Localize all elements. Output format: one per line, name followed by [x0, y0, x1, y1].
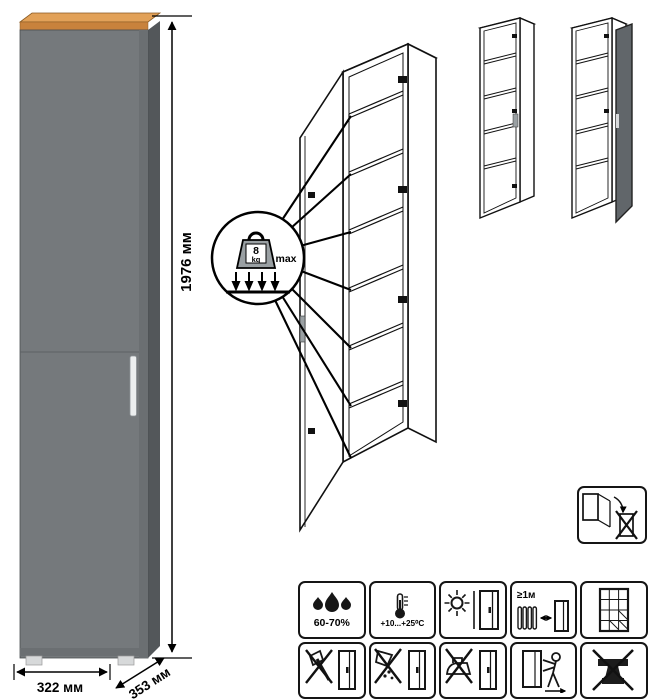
- shelf-load-callout: 8 kg max: [210, 210, 306, 306]
- carry-icon-box: [509, 641, 578, 699]
- door-mounting-icon: [582, 493, 638, 540]
- cabinet-foot: [117, 655, 135, 666]
- no-sharp-impacts-icon: [304, 649, 356, 691]
- min-distance-label: ≥1м: [517, 590, 535, 601]
- carcass-drawing: [341, 42, 438, 464]
- carry-furniture-icon: [521, 650, 566, 694]
- depth-label: 353 мм: [126, 664, 173, 700]
- door-variant-diagrams: [477, 16, 633, 224]
- ventilation-grid-icon: [599, 587, 630, 632]
- hinge-icons: [398, 76, 407, 407]
- door-mounting-icon-box: [577, 486, 647, 544]
- cabinet-front-view: 1976 мм 322 мм 353 мм: [13, 12, 195, 700]
- humidity-label: 60-70%: [313, 617, 350, 629]
- load-value: 8: [253, 245, 259, 257]
- shelves: [348, 90, 404, 409]
- no-heavy-load-icon: [592, 649, 635, 692]
- no-hot-objects-icon-box: [439, 641, 507, 699]
- sunlight-icon-box: [439, 581, 507, 639]
- callout-lines: [274, 115, 352, 459]
- heat-distance-icon-box: ≥1м: [509, 581, 578, 639]
- no-heavy-load-icon-box: [580, 641, 648, 699]
- temperature-icon-box: +10...+25⁰C: [368, 581, 437, 639]
- open-door-drawing: [299, 69, 344, 533]
- width-label: 322 мм: [37, 680, 83, 695]
- door-left-variant: [477, 16, 537, 220]
- cabinet-exploded-view: 8 kg max: [210, 42, 438, 533]
- ventilation-icon-box: [580, 581, 648, 639]
- no-liquid-icon-box: [368, 641, 437, 699]
- height-label: 1976 мм: [178, 232, 195, 292]
- weight-icon: [247, 231, 265, 241]
- temperature-label: +10...+25⁰C: [380, 618, 425, 628]
- radiator-icon: [516, 606, 537, 630]
- no-liquids-icon: [374, 648, 427, 691]
- humidity-icon-box: 60-70%: [298, 581, 366, 639]
- no-direct-sunlight-icon: [444, 589, 499, 630]
- door-handle: [129, 355, 137, 417]
- humidity-icon: [312, 592, 351, 612]
- no-impact-icon-box: [298, 641, 366, 699]
- cabinet-illustration: [18, 12, 162, 666]
- load-arrows: [231, 272, 280, 292]
- variant-door-panel: [615, 22, 633, 224]
- no-hot-objects-icon: [445, 648, 497, 691]
- load-unit: kg: [252, 255, 261, 264]
- cabinet-foot: [25, 655, 43, 666]
- load-max-label: max: [275, 253, 296, 265]
- care-pictogram-grid: 60-70% +10...+25⁰C: [298, 581, 648, 699]
- thermometer-icon: [395, 592, 409, 619]
- door-right-variant: [569, 16, 633, 224]
- width-dimension: 322 мм: [13, 664, 111, 695]
- heat-distance-icon: ≥1м: [516, 590, 569, 632]
